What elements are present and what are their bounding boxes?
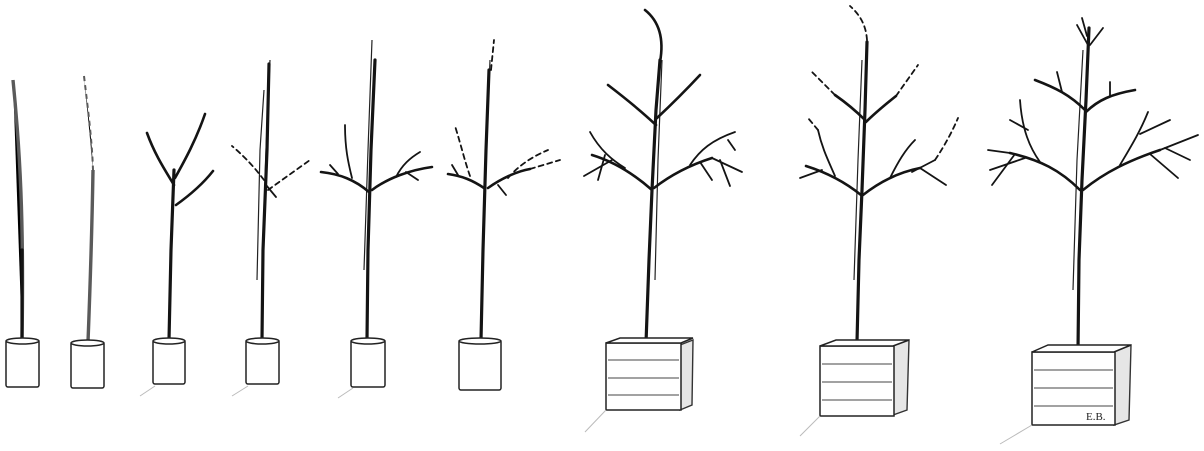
branch bbox=[175, 114, 205, 178]
twig bbox=[406, 172, 418, 180]
wooden-crate bbox=[606, 338, 693, 410]
twig bbox=[920, 168, 946, 185]
artist-signature: E.B. bbox=[1086, 411, 1106, 423]
branch bbox=[176, 171, 213, 205]
pruning-cut-line bbox=[491, 40, 494, 70]
tree-stage-5 bbox=[321, 40, 432, 387]
twig bbox=[345, 125, 352, 178]
branch bbox=[608, 85, 656, 125]
pruning-cut-line bbox=[808, 118, 818, 130]
tree-stage-8 bbox=[800, 6, 958, 416]
tree-stage-4 bbox=[232, 60, 310, 384]
trunk bbox=[169, 170, 174, 340]
twig bbox=[992, 154, 1015, 185]
branch bbox=[321, 172, 369, 192]
tree-stage-9: E.B. bbox=[988, 18, 1198, 425]
pruning-cut-line bbox=[530, 160, 560, 169]
branch bbox=[1010, 153, 1080, 190]
branch bbox=[488, 169, 530, 188]
small-pot bbox=[6, 338, 39, 387]
small-pot bbox=[153, 338, 185, 384]
leader-tip bbox=[645, 10, 661, 62]
twig bbox=[1090, 28, 1103, 45]
twig bbox=[1010, 120, 1028, 130]
trunk bbox=[367, 60, 375, 340]
large-wooden-crate: E.B. bbox=[1032, 345, 1131, 425]
small-pot bbox=[246, 338, 279, 384]
twig bbox=[498, 185, 506, 195]
pruning-cut-line bbox=[935, 118, 958, 160]
pruning-cut-line bbox=[268, 160, 310, 190]
twig bbox=[800, 170, 822, 178]
pruning-cut-line bbox=[84, 76, 93, 170]
twig bbox=[700, 162, 712, 180]
trunk bbox=[481, 70, 489, 340]
twig bbox=[728, 140, 735, 150]
small-pot bbox=[351, 338, 385, 387]
twig bbox=[1082, 18, 1087, 36]
twig bbox=[1020, 100, 1040, 162]
branch bbox=[654, 158, 712, 188]
tree-stage-7 bbox=[584, 10, 742, 410]
branch bbox=[1083, 150, 1160, 190]
branch bbox=[372, 167, 432, 190]
branch bbox=[147, 133, 174, 185]
pruning-cut-line bbox=[812, 72, 835, 95]
twig bbox=[1150, 154, 1178, 178]
small-pot bbox=[71, 340, 104, 388]
tree-stage-2 bbox=[71, 76, 104, 388]
pruning-cut-line bbox=[896, 65, 918, 96]
small-pot bbox=[459, 338, 501, 390]
pruning-cut-line bbox=[455, 126, 470, 176]
twig bbox=[690, 132, 735, 165]
branch bbox=[657, 75, 700, 118]
trunk bbox=[646, 60, 660, 343]
wooden-crate bbox=[820, 340, 909, 416]
branch bbox=[866, 96, 896, 122]
tree-stage-1 bbox=[6, 80, 39, 387]
branch bbox=[448, 174, 484, 188]
twig bbox=[712, 158, 742, 172]
whip-stem bbox=[88, 170, 93, 342]
twig bbox=[452, 165, 458, 175]
tree-stage-6 bbox=[448, 40, 560, 390]
twig bbox=[584, 160, 612, 176]
tree-stage-3 bbox=[147, 114, 213, 384]
pruning-cut-line bbox=[850, 6, 867, 40]
twig bbox=[988, 150, 1010, 153]
branch bbox=[806, 166, 861, 195]
twig bbox=[818, 130, 835, 176]
twig bbox=[1165, 148, 1190, 160]
